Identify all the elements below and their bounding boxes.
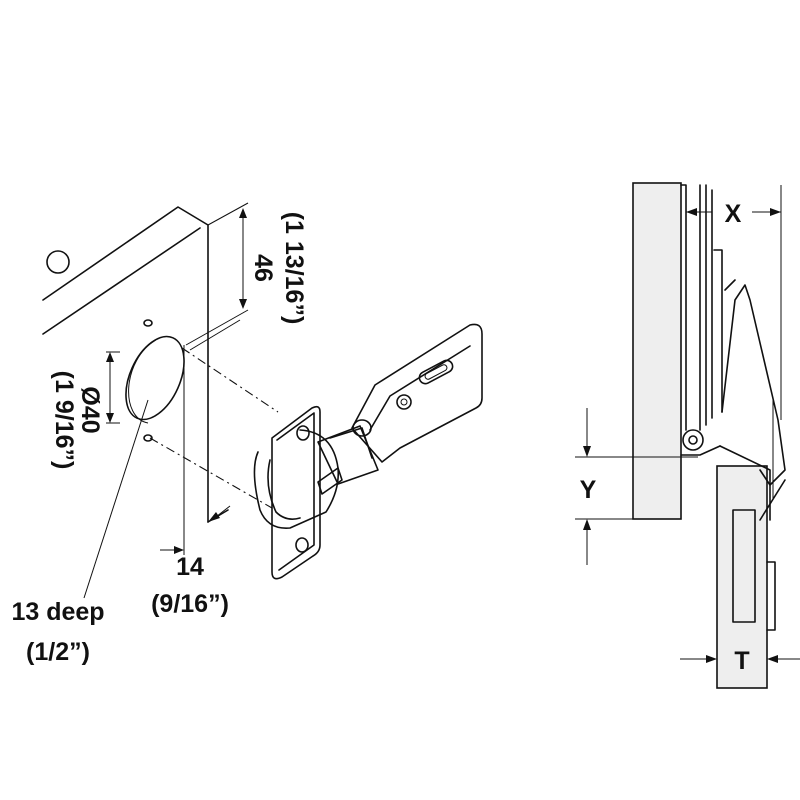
section-hinge-plates: [680, 184, 713, 431]
plate-screw-hole-bottom: [295, 537, 309, 553]
spacing-arrow-top: [239, 208, 247, 218]
edge-arrow-right: [208, 512, 220, 522]
section-hinge-base: [680, 445, 721, 456]
screw-hole-top: [143, 319, 153, 327]
hole-center-line: [189, 319, 241, 351]
door-panel: [42, 206, 229, 523]
detail-number-badge: [46, 250, 70, 274]
section-plate-flange: [766, 561, 776, 631]
detail-number-circle: [46, 250, 70, 274]
cup-depth-leader: [83, 399, 149, 599]
hinge-arm-edge: [369, 345, 471, 431]
hole-diameter-inch-label: (1 9/16”): [50, 371, 78, 470]
section-door-panel: [632, 182, 682, 520]
hinge-illustration: [253, 323, 483, 580]
spacing-arrow-bottom: [239, 299, 247, 309]
projection-lines: [149, 319, 279, 509]
diameter-arrow-top: [106, 352, 114, 362]
section-hinge-arm: [721, 284, 786, 486]
y-dimension: [575, 408, 698, 565]
cup-hole-outer: [125, 335, 185, 421]
section-cabinet-side: [716, 465, 768, 689]
x-arrow-left: [686, 208, 697, 216]
hinge-arm-slot: [418, 359, 454, 385]
section-hinge-arm-tip: [724, 279, 736, 291]
dim-t-label: T: [734, 647, 749, 675]
cup-depth-label: 13 deep: [11, 598, 104, 626]
hinge-plate-inner: [276, 412, 315, 571]
edge-arrow-left: [174, 546, 184, 554]
hinge-cup-rim: [267, 459, 301, 520]
hinge-cup: [253, 429, 340, 529]
edge-distance-label: 14: [176, 553, 204, 581]
door-panel-outline: [42, 206, 209, 523]
y-arrow-top: [583, 446, 591, 457]
projection-line-bottom: [149, 437, 273, 509]
section-mounting-plate: [732, 509, 756, 623]
spacing-dimension: [185, 202, 249, 346]
section-view: [632, 182, 786, 689]
t-arrow-right: [767, 655, 778, 663]
hinge-adjust-screw: [396, 394, 412, 410]
edge-distance-inch-label: (9/16”): [151, 590, 229, 618]
section-hinge-knuckle-pin: [688, 435, 698, 445]
screw-hole-bottom: [143, 434, 153, 442]
dim-y-label: Y: [580, 476, 597, 504]
hole-diameter-label: Ø40: [76, 386, 104, 433]
door-panel-face-edge: [42, 227, 201, 335]
section-hinge-cup: [713, 249, 723, 413]
t-dimension: [680, 655, 800, 663]
hinge-arm-slot-inner: [424, 364, 448, 380]
hinge-mounting-plate: [271, 405, 321, 580]
x-arrow-right: [770, 208, 781, 216]
spacing-extension-top: [207, 202, 249, 226]
edge-distance-dimension: [160, 345, 231, 555]
cup-hole: [125, 319, 185, 442]
hole-spacing-inch-label: (1 13/16”): [280, 212, 308, 325]
t-arrow-left: [706, 655, 717, 663]
projection-line-top: [181, 347, 279, 413]
diameter-dimension: [106, 351, 120, 424]
cup-depth-inch-label: (1/2”): [26, 638, 90, 666]
y-arrow-bottom: [583, 519, 591, 530]
hinge-adjust-screw-center: [400, 398, 408, 406]
hole-spacing-label: 46: [249, 254, 277, 282]
dim-x-label: X: [725, 200, 742, 228]
x-dimension: [686, 185, 782, 420]
hinge-main-arm: [351, 323, 483, 463]
hinge-cup-tab: [317, 467, 343, 495]
spacing-extension-bottom: [185, 309, 249, 346]
diameter-arrow-bottom: [106, 413, 114, 423]
plate-screw-hole-top: [296, 425, 310, 441]
section-hinge-knuckle: [682, 429, 704, 451]
hinge-link-arm: [317, 425, 379, 485]
cup-hole-inner: [128, 339, 157, 424]
